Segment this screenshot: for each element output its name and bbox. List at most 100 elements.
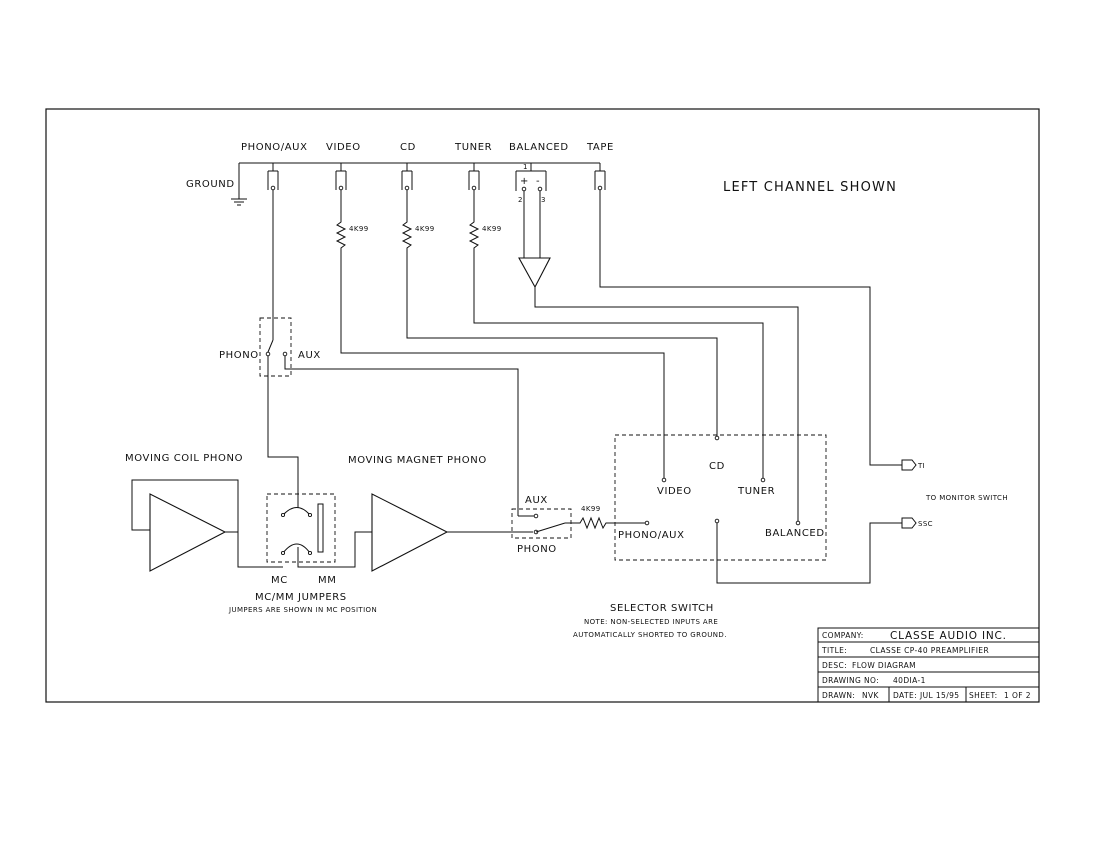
jumper-mm-label: MM	[318, 575, 336, 586]
selector-title: SELECTOR SWITCH	[610, 603, 714, 614]
balanced-pin-1: 1	[523, 163, 528, 171]
channel-heading: LEFT CHANNEL SHOWN	[723, 180, 897, 195]
input-label-tape: TAPE	[586, 142, 614, 153]
selector-video-label: VIDEO	[657, 486, 692, 497]
selector-note-line1: NOTE: NON-SELECTED INPUTS ARE	[584, 618, 718, 626]
moving-coil-amp-icon	[149, 493, 227, 572]
jack-video-icon	[335, 163, 347, 191]
tb-sheet-label: SHEET:	[969, 691, 998, 700]
selector-tuner-label: TUNER	[737, 486, 775, 497]
selector-phono-aux-label: PHONO/AUX	[618, 530, 685, 541]
wire-selector-out	[716, 522, 902, 584]
jack-tape-icon	[594, 163, 606, 191]
input-label-cd: CD	[400, 142, 416, 153]
jumper-mc-top-icon	[282, 507, 311, 516]
title-block	[817, 627, 1040, 703]
jumper-pin-icon	[307, 550, 313, 556]
selector-common-icon	[714, 518, 720, 524]
input-switch-blade-icon	[535, 522, 566, 533]
jack-tuner-icon	[468, 163, 480, 191]
jumper-note: JUMPERS ARE SHOWN IN MC POSITION	[228, 606, 377, 614]
balanced-pin-2: 2	[518, 196, 523, 204]
mc-mm-jumper-box	[266, 493, 336, 563]
output-monitor-label: TO MONITOR SWITCH	[925, 494, 1008, 502]
tb-drawing-label: DRAWING NO:	[822, 676, 879, 685]
selector-contact-video-icon	[661, 477, 667, 483]
jumper-mc-label: MC	[271, 575, 288, 586]
selector-balanced-label: BALANCED	[765, 528, 825, 539]
jumper-pin-icon	[307, 512, 313, 518]
resistor-video-label: 4K99	[349, 225, 369, 233]
jumper-title: MC/MM JUMPERS	[255, 592, 347, 603]
resistor-cd-label: 4K99	[415, 225, 435, 233]
resistor-selector-icon	[565, 516, 646, 530]
tb-drawing-no: 40DIA-1	[893, 676, 926, 685]
jack-phono-aux-icon	[267, 163, 279, 191]
output-connector-ti-icon	[901, 459, 917, 471]
resistor-cd-icon	[401, 190, 413, 254]
wire-jumper-out	[297, 531, 372, 568]
resistor-tuner-icon	[468, 190, 480, 254]
tb-company-label: COMPANY:	[822, 631, 864, 640]
tb-sheet: 1 OF 2	[1004, 691, 1031, 700]
output-ssc-label: SSC	[918, 520, 933, 528]
input-label-video: VIDEO	[326, 142, 361, 153]
moving-magnet-label: MOVING MAGNET PHONO	[348, 455, 487, 466]
jumper-mm-pins-icon	[317, 503, 324, 553]
selector-contact-tuner-icon	[760, 477, 766, 483]
tb-company: CLASSE AUDIO INC.	[890, 630, 1007, 642]
selector-note-line2: AUTOMATICALLY SHORTED TO GROUND.	[573, 631, 727, 639]
input-switch-phono-label: PHONO	[517, 544, 557, 555]
jack-cd-icon	[401, 163, 413, 191]
balanced-plus: +	[520, 176, 529, 187]
balanced-minus: -	[536, 176, 540, 187]
input-switch-aux-label: AUX	[525, 495, 548, 506]
selector-cd-label: CD	[709, 461, 725, 472]
wire-mc-feedback	[131, 479, 239, 532]
tb-drawn: NVK	[862, 691, 880, 700]
selector-contact-balanced-icon	[795, 520, 801, 526]
input-switch-aux-contact-icon	[533, 513, 539, 519]
wire-aux-out	[284, 356, 519, 516]
resistor-video-icon	[335, 190, 347, 254]
jack-balanced-icon	[515, 163, 547, 192]
balanced-receiver-amp-icon	[518, 257, 551, 289]
balanced-pin-3: 3	[541, 196, 546, 204]
selector-switch-box	[614, 434, 827, 561]
tb-date-label: DATE:	[893, 691, 917, 700]
wire-phono-out	[267, 356, 299, 494]
wire-tuner	[473, 254, 764, 479]
input-label-phono-aux: PHONO/AUX	[241, 142, 308, 153]
jumper-pin-icon	[280, 550, 286, 556]
output-connector-ssc-icon	[901, 517, 917, 529]
resistor-tuner-label: 4K99	[482, 225, 502, 233]
aux-contact-icon	[282, 351, 288, 357]
moving-coil-label: MOVING COIL PHONO	[125, 453, 243, 464]
jumper-mc-bottom-icon	[282, 543, 311, 554]
tb-title: CLASSE CP-40 PREAMPLIFIER	[870, 646, 989, 655]
phono-aux-switch-box	[259, 317, 292, 377]
input-label-tuner: TUNER	[454, 142, 492, 153]
wire-mc-out	[225, 531, 283, 568]
tb-drawn-label: DRAWN:	[822, 691, 855, 700]
tb-date: JUL 15/95	[919, 691, 959, 700]
wire-cd	[406, 254, 718, 437]
wire-tape	[599, 190, 902, 466]
ground-label: GROUND	[186, 179, 235, 190]
tb-desc-label: DESC:	[822, 661, 847, 670]
drawing-border	[45, 108, 1040, 703]
selector-contact-phono-aux-icon	[644, 520, 650, 526]
ground-symbol-icon	[231, 198, 247, 206]
moving-magnet-amp-icon	[371, 493, 449, 572]
phono-aux-switch-blade-icon	[267, 339, 274, 353]
output-ti-label: TI	[917, 462, 925, 470]
jumper-pin-icon	[280, 512, 286, 518]
input-label-balanced: BALANCED	[509, 142, 569, 153]
wire-balanced-out	[534, 287, 799, 523]
selector-contact-cd-icon	[714, 435, 720, 441]
tb-desc: FLOW DIAGRAM	[852, 661, 916, 670]
wire-video	[340, 254, 665, 479]
resistor-selector-label: 4K99	[581, 505, 601, 513]
phono-contact-icon	[265, 351, 271, 357]
